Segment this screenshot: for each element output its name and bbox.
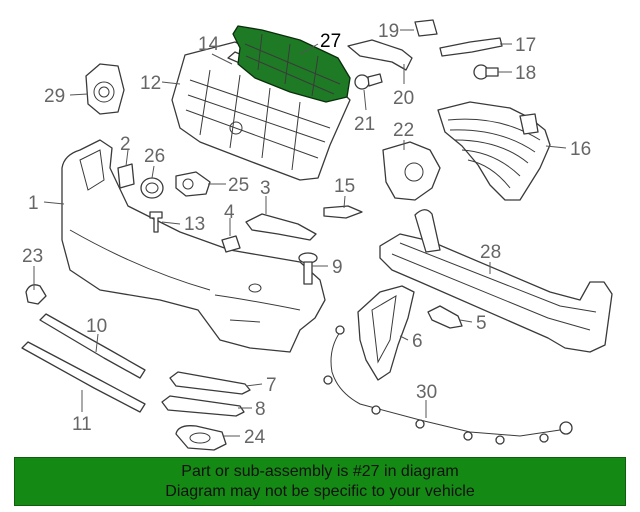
callout-14: 14	[198, 34, 220, 55]
callout-5: 5	[476, 313, 487, 334]
part-29-sensor[interactable]	[85, 63, 125, 115]
callout-22: 22	[393, 120, 414, 141]
callout-11: 11	[72, 414, 92, 435]
callout-12: 12	[140, 73, 161, 94]
callout-19: 19	[378, 21, 399, 42]
part-27-grille-insert[interactable]	[232, 25, 351, 103]
callout-8: 8	[255, 399, 266, 420]
callout-23: 23	[22, 246, 43, 267]
callout-labels: 1 2 3 4 5 6 7 8 9 10 11 12 13 14 15 16 1…	[22, 21, 591, 448]
part-19-clip[interactable]	[414, 19, 438, 37]
part-15-bracket[interactable]	[323, 205, 363, 219]
callout-13: 13	[184, 214, 205, 235]
callout-27: 27	[320, 31, 341, 52]
part-4-clip[interactable]	[221, 235, 241, 253]
callout-28: 28	[480, 242, 501, 263]
part-11-trim-strip[interactable]	[21, 341, 146, 413]
callout-16: 16	[570, 139, 591, 160]
banner-part-notice: Part or sub-assembly is #27 in diagram	[181, 463, 459, 480]
part-10-trim-strip[interactable]	[39, 313, 146, 379]
callout-18: 18	[515, 63, 536, 84]
part-24-bezel[interactable]	[175, 425, 227, 451]
callout-1: 1	[28, 193, 39, 214]
part-17-bracket[interactable]	[439, 37, 503, 57]
callout-9: 9	[332, 257, 343, 278]
callout-24: 24	[244, 427, 266, 448]
part-13-screw[interactable]	[149, 211, 163, 233]
part-6-bracket[interactable]	[357, 285, 415, 381]
exploded-parts-diagram: 1 2 3 4 5 6 7 8 9 10 11 12 13 14 15 16 1…	[21, 19, 613, 451]
callout-10: 10	[86, 316, 107, 337]
callout-15: 15	[334, 176, 355, 197]
leader-lines	[33, 29, 567, 437]
part-18-screw[interactable]	[473, 64, 499, 80]
part-22-bracket[interactable]	[382, 141, 441, 201]
part-info-banner: Part or sub-assembly is #27 in diagram D…	[14, 457, 626, 506]
part-16-side-grille[interactable]	[437, 101, 551, 201]
part-26-cap[interactable]	[140, 177, 164, 199]
callout-30: 30	[416, 382, 437, 403]
callout-7: 7	[266, 375, 277, 396]
part-25-sensor[interactable]	[175, 171, 211, 197]
part-3-bracket[interactable]	[245, 213, 317, 241]
callout-3: 3	[260, 178, 271, 199]
part-30-wiring-harness[interactable]	[323, 325, 573, 445]
banner-disclaimer: Diagram may not be specific to your vehi…	[165, 483, 475, 500]
callout-2: 2	[120, 134, 131, 155]
callout-29: 29	[44, 86, 65, 107]
callout-21: 21	[354, 114, 375, 135]
callout-25: 25	[228, 175, 249, 196]
part-8-trim[interactable]	[161, 395, 245, 417]
callout-6: 6	[412, 331, 423, 352]
callout-4: 4	[224, 202, 235, 223]
part-2-clip[interactable]	[117, 163, 135, 189]
part-5-clip[interactable]	[427, 305, 463, 329]
part-9-bolt[interactable]	[298, 252, 318, 285]
callout-20: 20	[393, 88, 414, 109]
callout-26: 26	[144, 146, 165, 167]
part-21-screw[interactable]	[354, 73, 383, 90]
callout-17: 17	[515, 35, 536, 56]
part-20-bracket[interactable]	[347, 39, 413, 71]
part-7-trim[interactable]	[169, 371, 251, 395]
part-1-bumper-cover[interactable]	[61, 139, 326, 353]
part-23-cap[interactable]	[25, 284, 47, 305]
